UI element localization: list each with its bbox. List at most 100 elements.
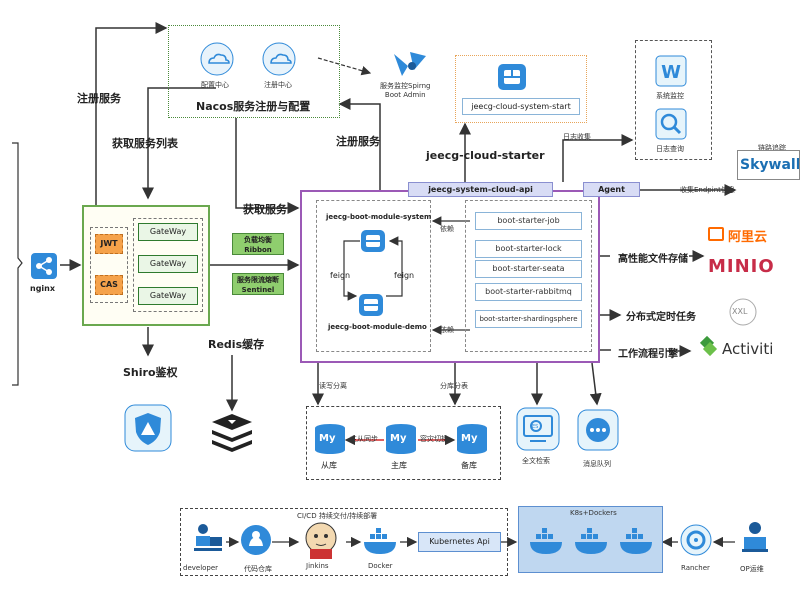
register-service-label: 注册服务 bbox=[336, 135, 380, 148]
system-monitor-label: 系统监控 bbox=[656, 92, 684, 100]
ops-icon bbox=[738, 520, 772, 560]
docker-icon bbox=[528, 528, 566, 560]
sync-label: 主从同步 bbox=[350, 435, 378, 443]
nacos-title: Nacos服务注册与配置 bbox=[196, 100, 311, 113]
mysql-tag: My bbox=[319, 433, 336, 444]
mysql-icon bbox=[313, 423, 347, 459]
cloud-api-bar: jeecg-system-cloud-api bbox=[408, 182, 553, 197]
nacos-box bbox=[168, 25, 340, 118]
kubernetes-api: Kubernetes Api bbox=[418, 532, 501, 552]
lb-name: 负载均衡 bbox=[244, 236, 272, 244]
storage-label: 高性能文件存储 bbox=[618, 254, 688, 265]
nginx-label: nginx bbox=[30, 284, 56, 293]
shiro-label: Shiro鉴权 bbox=[123, 366, 178, 379]
shield-icon bbox=[124, 404, 172, 456]
gateway-node: GateWay bbox=[138, 255, 198, 273]
aliyun-brand: 阿里云 bbox=[728, 230, 768, 245]
skywalking-logo: Skywalki bbox=[737, 150, 800, 180]
starter-item: boot-starter-shardingsphere bbox=[475, 310, 582, 328]
k8s-label: K8s+Dockers bbox=[570, 509, 617, 517]
developer-icon bbox=[190, 522, 224, 562]
slave-label: 从库 bbox=[321, 461, 337, 470]
system-monitor-icon: W bbox=[655, 55, 687, 91]
ops-label: OP运维 bbox=[740, 565, 764, 573]
activiti-brand: Activiti bbox=[722, 340, 774, 358]
activiti-logo: Activiti bbox=[695, 335, 789, 364]
log-query-label: 日志查询 bbox=[656, 145, 684, 153]
gateway-node: GateWay bbox=[138, 287, 198, 305]
register-service-label: 注册服务 bbox=[77, 92, 121, 105]
module-icon bbox=[497, 63, 527, 95]
mysql-tag: My bbox=[390, 433, 407, 444]
aliyun-logo: 阿里云 bbox=[708, 225, 778, 247]
starters-group bbox=[465, 200, 592, 352]
starter-item: boot-starter-job bbox=[475, 212, 582, 230]
k8s-cluster bbox=[518, 506, 663, 573]
aliyun-icon bbox=[708, 227, 724, 241]
registry-center-label: 注册中心 bbox=[264, 81, 292, 89]
docker-icon bbox=[362, 528, 400, 560]
search-icon bbox=[516, 407, 560, 455]
es-label: 全文检索 bbox=[522, 457, 550, 465]
sentinel-box: 服务限流熔断 Sentinel bbox=[232, 273, 284, 295]
mysql-icon bbox=[384, 423, 418, 459]
starter-label: jeecg-cloud-starter bbox=[426, 149, 545, 162]
developer-label: developer bbox=[183, 564, 219, 572]
docker-icon bbox=[573, 528, 611, 560]
sharding-label: 分库分表 bbox=[440, 382, 468, 390]
cloud-icon bbox=[200, 42, 234, 80]
rancher-icon bbox=[680, 524, 712, 560]
ribbon-box: 负载均衡 Ribbon bbox=[232, 233, 284, 255]
xxl-brand: XXL bbox=[732, 307, 748, 316]
starter-module: jeecg-cloud-system-start bbox=[462, 98, 580, 115]
cas-auth: CAS bbox=[95, 275, 123, 295]
feign-label: feign bbox=[330, 271, 351, 280]
boot-admin-icon bbox=[388, 48, 430, 84]
boot-admin-label: 服务监控Spirng Boot Admin bbox=[380, 82, 431, 99]
rw-split-label: 读写分离 bbox=[319, 382, 347, 390]
module-icon bbox=[358, 293, 384, 321]
jenkins-icon bbox=[300, 519, 342, 565]
system-module-label: jeecg-boot-module-system bbox=[326, 213, 432, 221]
redis-label: Redis缓存 bbox=[208, 338, 265, 351]
schedule-label: 分布式定时任务 bbox=[626, 312, 696, 323]
repo-icon bbox=[240, 524, 272, 560]
monitor-box bbox=[635, 40, 712, 160]
gateway-node: GateWay bbox=[138, 223, 198, 241]
svg-text:W: W bbox=[661, 62, 681, 83]
docker-label: Docker bbox=[368, 562, 393, 570]
minio-logo: MINIO bbox=[708, 254, 788, 278]
fetch-service-label: 获取服务 bbox=[243, 203, 287, 216]
repo-label: 代码仓库 bbox=[244, 565, 272, 573]
nginx-icon bbox=[30, 252, 58, 284]
database-group bbox=[306, 406, 501, 480]
depend-label: 依赖 bbox=[440, 225, 454, 233]
log-query-icon bbox=[655, 108, 687, 144]
redis-icon bbox=[208, 410, 256, 456]
cb-name: 服务限流熔断 bbox=[237, 276, 279, 284]
config-center-label: 配置中心 bbox=[201, 81, 229, 89]
cicd-group bbox=[180, 508, 508, 576]
starter-item: boot-starter-lock bbox=[475, 240, 582, 258]
docker-icon bbox=[618, 528, 656, 560]
demo-module-label: jeecg-boot-module-demo bbox=[328, 323, 427, 331]
minio-brand: MINIO bbox=[708, 256, 775, 277]
auth-group bbox=[90, 227, 128, 303]
cloud-icon bbox=[262, 42, 296, 80]
jwt-auth: JWT bbox=[95, 234, 123, 254]
log-collect-label: 日志收集 bbox=[563, 133, 591, 141]
mysql-icon bbox=[455, 423, 489, 459]
feign-label: feign bbox=[394, 271, 415, 280]
gateway-group bbox=[133, 218, 203, 312]
fetch-service-list-label: 获取服务列表 bbox=[112, 137, 178, 150]
mysql-tag: My bbox=[461, 433, 478, 444]
es-tag: ES bbox=[532, 424, 539, 430]
workflow-label: 工作流程引擎 bbox=[618, 349, 678, 360]
depend-label: 依赖 bbox=[440, 326, 454, 334]
mq-label: 消息队列 bbox=[583, 460, 611, 468]
starter-item: boot-starter-rabbitmq bbox=[475, 283, 582, 301]
modules-group bbox=[316, 200, 431, 352]
starter-box bbox=[455, 55, 587, 123]
